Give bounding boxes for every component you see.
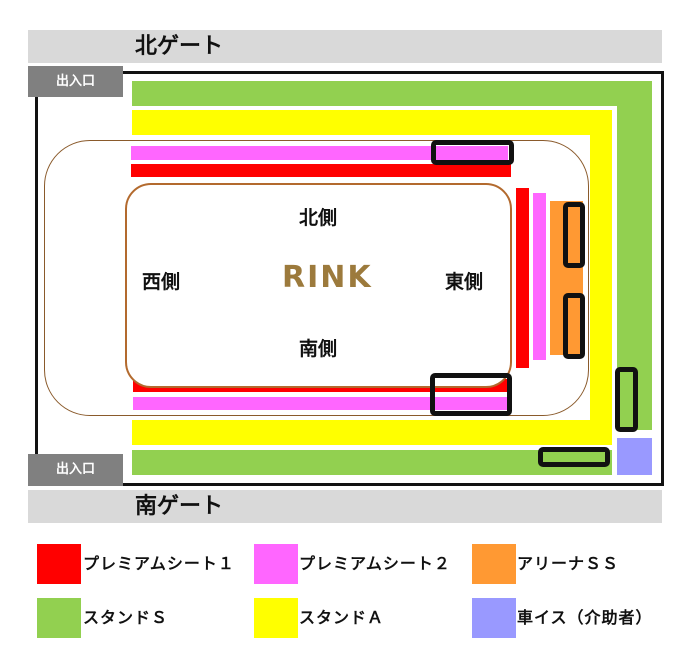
south-gate-label: 南ゲート	[135, 494, 224, 519]
rink-ice	[125, 183, 512, 388]
seat-stand-s-south[interactable]	[132, 450, 612, 475]
highlight-arena-ss-upper[interactable]	[563, 202, 585, 268]
legend-label-premium2: プレミアムシート２	[299, 554, 451, 573]
legend-label-wheelchair: 車イス（介助者）	[517, 608, 653, 627]
rink-side-north: 北側	[299, 207, 338, 229]
highlight-premium-south[interactable]	[430, 373, 512, 416]
south-gate-bar: 南ゲート	[28, 490, 662, 523]
north-gate-bar: 北ゲート	[28, 30, 662, 63]
rink-side-west: 西側	[142, 271, 181, 293]
highlight-stand-s-east[interactable]	[615, 367, 638, 432]
seat-wheelchair[interactable]	[617, 438, 652, 475]
seat-stand-a-north[interactable]	[132, 110, 612, 135]
seat-premium2-north[interactable]	[131, 146, 508, 160]
legend-label-premium1: プレミアムシート１	[83, 554, 235, 573]
legend-label-stand-a: スタンドＡ	[299, 608, 385, 627]
seat-premium1-north[interactable]	[131, 164, 511, 177]
legend-swatch-premium1	[37, 544, 81, 584]
seat-stand-a-east[interactable]	[590, 110, 612, 445]
seat-premium1-east[interactable]	[516, 188, 529, 368]
rink-side-east: 東側	[445, 271, 484, 293]
seat-premium2-east[interactable]	[533, 193, 546, 360]
venue-frame	[35, 71, 664, 486]
legend-swatch-stand-a	[254, 598, 298, 638]
entrance-top: 出入口	[28, 66, 123, 97]
entrance-bottom: 出入口	[28, 454, 123, 486]
seat-stand-a-south[interactable]	[132, 420, 612, 445]
highlight-premium2-north[interactable]	[431, 140, 514, 165]
legend-swatch-wheelchair	[472, 598, 516, 638]
rink-side-south: 南側	[299, 338, 338, 360]
seat-stand-s-north[interactable]	[132, 81, 652, 106]
highlight-arena-ss-lower[interactable]	[563, 293, 585, 359]
north-gate-label: 北ゲート	[135, 34, 224, 59]
highlight-stand-s-south[interactable]	[538, 447, 610, 467]
rink-label: RINK	[282, 260, 373, 295]
legend: プレミアムシート１ プレミアムシート２ アリーナＳＳ スタンドＳ スタンドＡ 車…	[0, 540, 700, 640]
legend-label-arena-ss: アリーナＳＳ	[517, 554, 620, 573]
legend-swatch-arena-ss	[472, 544, 516, 584]
legend-swatch-premium2	[254, 544, 298, 584]
legend-label-stand-s: スタンドＳ	[83, 608, 169, 627]
legend-swatch-stand-s	[37, 598, 81, 638]
seat-premium2-south[interactable]	[133, 397, 507, 410]
